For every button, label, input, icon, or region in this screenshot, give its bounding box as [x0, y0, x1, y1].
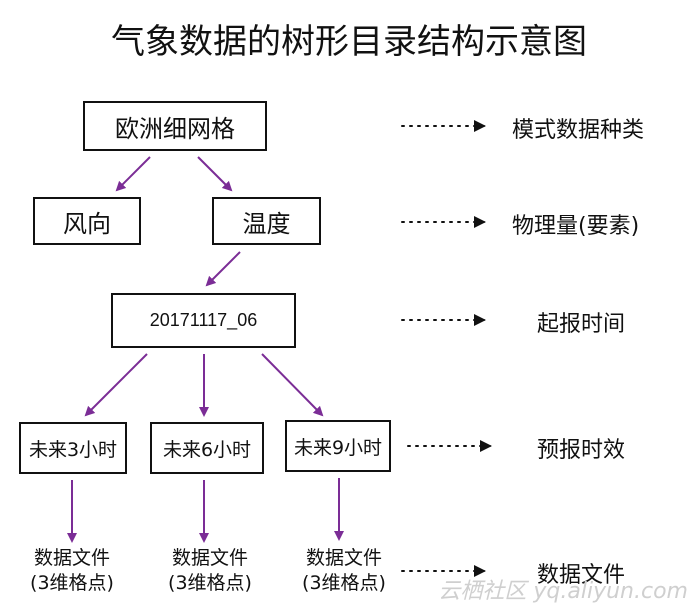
leaf-line2: (3维格点): [30, 572, 114, 594]
node-init-time: 20171117_06: [111, 293, 296, 348]
leaf-data-file-1: 数据文件 (3维格点): [7, 546, 137, 596]
leaf-line1: 数据文件: [33, 547, 110, 569]
node-forecast-9h: 未来9小时: [285, 420, 391, 472]
leaf-data-file-3: 数据文件 (3维格点): [279, 546, 409, 596]
leaf-line2: (3维格点): [302, 572, 386, 594]
category-physical-quantity: 物理量(要素): [512, 214, 640, 239]
leaf-data-file-2: 数据文件 (3维格点): [145, 546, 275, 596]
watermark: 云栖社区 yq.aliyun.com: [438, 579, 688, 604]
node-forecast-6h: 未来6小时: [150, 422, 264, 474]
category-init-time: 起报时间: [537, 312, 626, 337]
node-temp: 温度: [212, 197, 321, 245]
arrow-root-to-wind: [115, 156, 151, 192]
node-wind: 风向: [33, 197, 141, 245]
node-forecast-3h: 未来3小时: [19, 422, 127, 474]
diagram-title: 气象数据的树形目录结构示意图: [111, 22, 587, 62]
leaf-line2: (3维格点): [168, 572, 252, 594]
node-root: 欧洲细网格: [83, 101, 267, 151]
leaf-line1: 数据文件: [171, 547, 248, 569]
category-data-file: 数据文件: [537, 563, 626, 588]
category-forecast-lead: 预报时效: [537, 438, 626, 463]
category-model-data-type: 模式数据种类: [512, 118, 645, 143]
arrow-time-to-fc9: [261, 353, 324, 417]
arrow-time-to-fc3: [84, 353, 148, 417]
arrow-root-to-temp: [197, 156, 233, 192]
arrow-temp-to-time: [205, 251, 241, 287]
leaf-line1: 数据文件: [305, 547, 382, 569]
